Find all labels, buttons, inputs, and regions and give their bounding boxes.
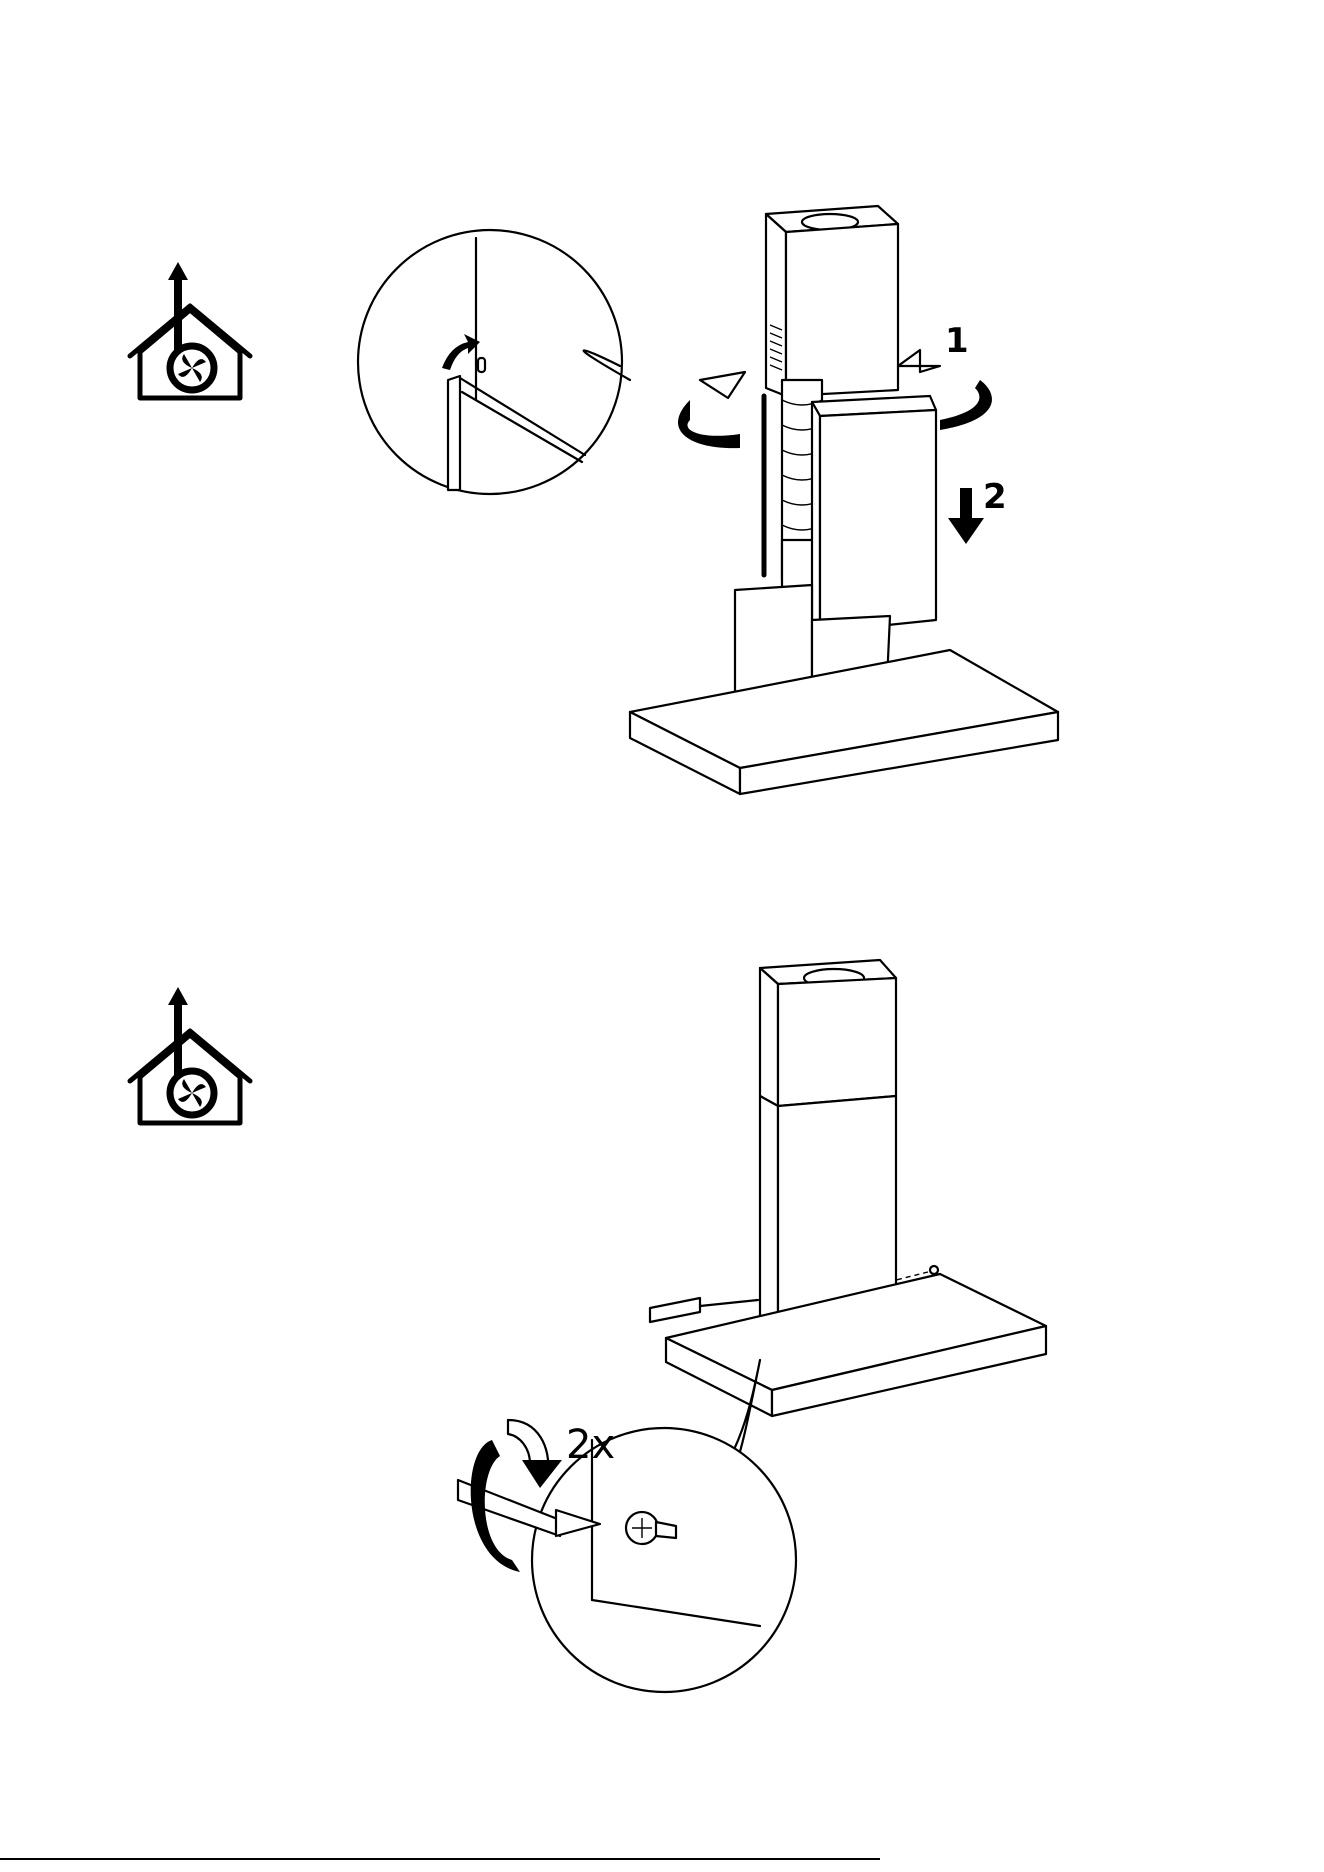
arrow-down-icon bbox=[948, 488, 984, 544]
hood-canopy bbox=[630, 650, 1058, 794]
screw-count-label: 2x bbox=[566, 1422, 615, 1468]
house-fan-exhaust-icon bbox=[130, 262, 250, 398]
hood-canopy-2 bbox=[666, 1274, 1046, 1416]
rotate-arrow-left-icon bbox=[678, 372, 745, 448]
step-panel-1: 1 2 bbox=[0, 0, 1324, 860]
footer-rule bbox=[0, 1858, 880, 1860]
house-fan-exhaust-icon-2 bbox=[130, 987, 250, 1123]
lower-chimney bbox=[812, 396, 936, 632]
detail-magnifier bbox=[358, 230, 630, 494]
upper-chimney bbox=[766, 206, 898, 396]
step-label-2: 2 bbox=[983, 477, 1007, 517]
step-panel-2: 2x bbox=[0, 860, 1324, 1860]
assembled-chimney bbox=[760, 960, 896, 1330]
step-label-1: 1 bbox=[945, 321, 969, 361]
